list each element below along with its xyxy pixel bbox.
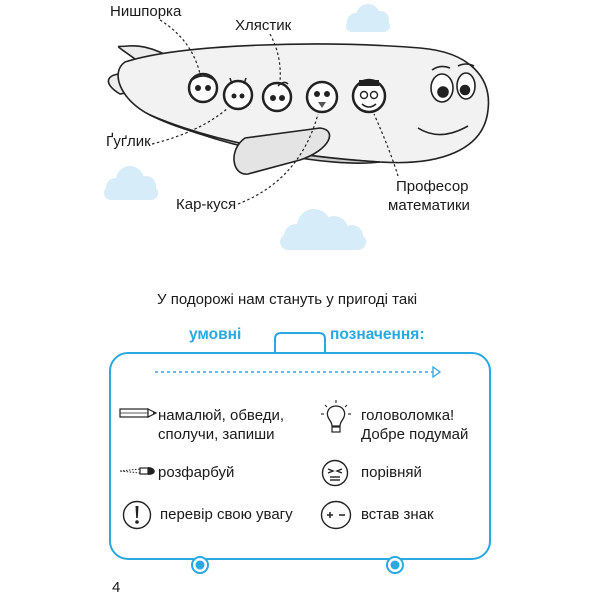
page-number: 4 xyxy=(112,579,121,596)
porthole-karkusia xyxy=(305,80,339,114)
plus-minus-icon xyxy=(320,500,352,530)
airplane-illustration xyxy=(104,4,490,250)
legend-compare: порівняй xyxy=(361,464,422,481)
cloud-top-right xyxy=(346,4,390,32)
label-gugluk: Ґуґлик xyxy=(106,133,151,150)
suitcase-frame xyxy=(109,332,491,574)
exclamation-icon xyxy=(122,500,152,530)
callout-lines xyxy=(151,19,399,205)
porthole-gugluk xyxy=(222,77,254,111)
heading-right: позначення: xyxy=(330,326,425,343)
legend-color: розфарбуй xyxy=(158,464,235,481)
heading-left: умовні xyxy=(189,326,242,343)
cloud-center xyxy=(280,209,366,250)
legend-sign: встав знак xyxy=(361,506,434,523)
lightbulb-icon xyxy=(321,400,351,433)
paintbrush-icon xyxy=(119,467,155,475)
pencil-icon xyxy=(119,408,158,418)
intro-text: У подорожі нам стануть у пригоді такі xyxy=(157,291,418,308)
compare-icon xyxy=(321,459,349,487)
label-nyshporka: Нишпорка xyxy=(110,3,182,20)
legend-draw-line1: намалюй, обведи, xyxy=(158,407,285,424)
legend-puzzle-line1: головоломка! xyxy=(361,407,455,424)
label-professor-line2: математики xyxy=(388,197,470,214)
airplane-face xyxy=(417,63,476,136)
porthole-nyshporka xyxy=(187,72,219,104)
legend-puzzle-line2: Добре подумай xyxy=(361,426,469,443)
label-karkusia: Кар-куся xyxy=(176,196,237,213)
cloud-left xyxy=(104,166,158,200)
porthole-professor xyxy=(351,78,387,114)
porthole-khliastyk xyxy=(261,81,293,113)
legend-draw-line2: сполучи, запиши xyxy=(158,426,275,443)
legend-attention: перевір свою увагу xyxy=(160,506,293,523)
airplane xyxy=(107,43,490,175)
label-professor-line1: Професор xyxy=(396,178,469,195)
label-khliastyk: Хлястик xyxy=(235,17,292,34)
